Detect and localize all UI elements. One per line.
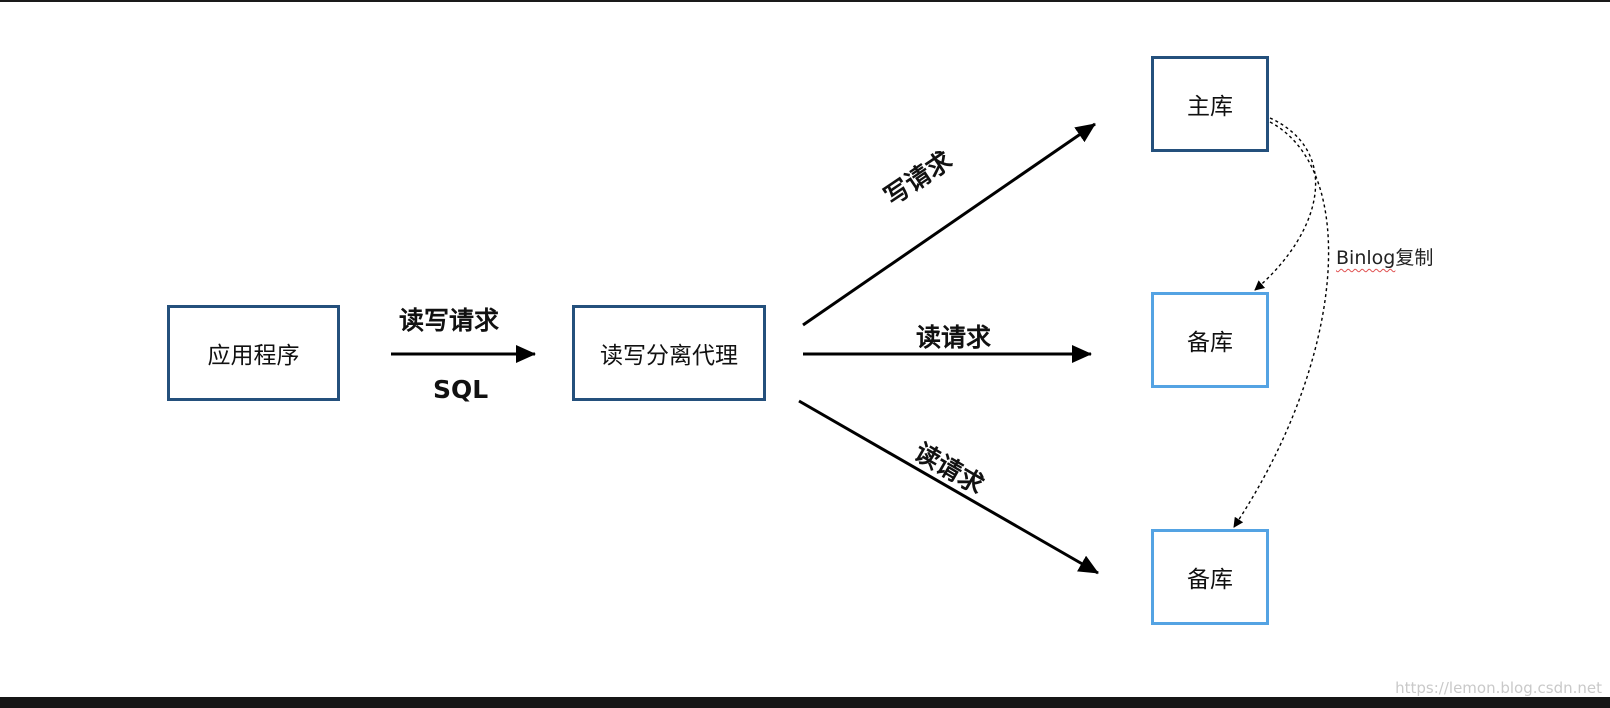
proxy-node-label: 读写分离代理 (600, 343, 738, 369)
app-node: 应用程序 (167, 305, 340, 401)
top-border (0, 0, 1610, 2)
binlog-curve-to-replica-2 (1233, 121, 1330, 528)
replica-db-label-1: 备库 (1187, 330, 1233, 356)
replication-word: 复制 (1395, 247, 1434, 269)
label-sql: SQL (433, 375, 489, 404)
replica-db-node-2: 备库 (1151, 529, 1269, 625)
watermark: https://lemon.blog.csdn.net (1395, 679, 1602, 697)
label-read-request-middle: 读请求 (916, 323, 992, 352)
binlog-curve-to-replica-1 (1254, 117, 1317, 291)
arrow-write-to-master (802, 122, 1096, 327)
proxy-node: 读写分离代理 (572, 305, 766, 401)
master-db-node: 主库 (1151, 56, 1269, 152)
app-node-label: 应用程序 (207, 343, 300, 369)
arrow-read-to-replica-2 (798, 399, 1099, 575)
binlog-word: Binlog (1336, 247, 1396, 269)
bottom-bar (0, 697, 1610, 708)
master-db-label: 主库 (1187, 94, 1233, 120)
replica-db-node-1: 备库 (1151, 292, 1269, 388)
label-read-write-request: 读写请求 (399, 306, 500, 335)
replica-db-label-2: 备库 (1187, 567, 1233, 593)
label-binlog-replication: Binlog复制 (1336, 249, 1433, 268)
